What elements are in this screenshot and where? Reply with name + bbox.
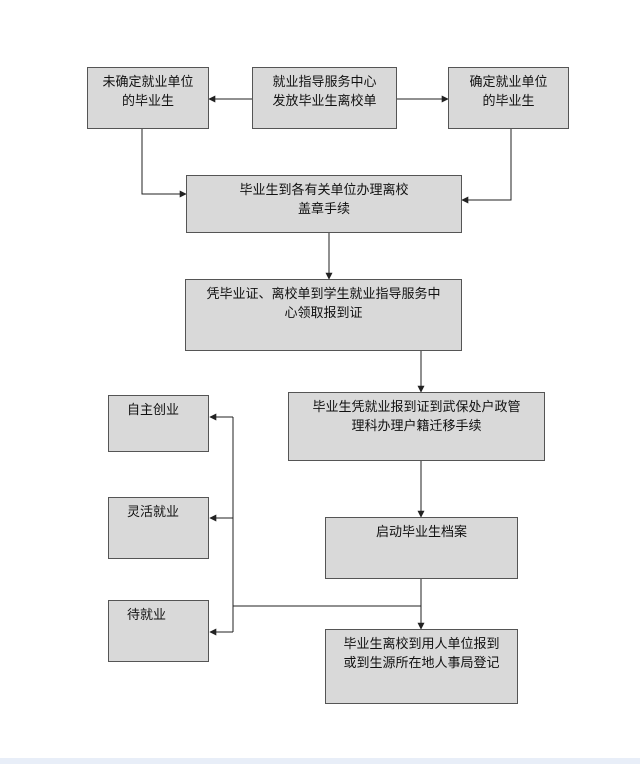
box-archive: 启动毕业生档案 bbox=[325, 517, 518, 579]
box-right-top: 确定就业单位 的毕业生 bbox=[448, 67, 569, 129]
box-line: 毕业生凭就业报到证到武保处户政管 bbox=[312, 400, 521, 415]
box-line: 毕业生到各有关单位办理离校 bbox=[239, 183, 409, 198]
box-line: 确定就业单位 bbox=[469, 75, 548, 90]
box-line: 毕业生离校到用人单位报到 bbox=[343, 637, 500, 652]
arrow-right-to-seal bbox=[461, 129, 512, 204]
box-flexible: 灵活就业 bbox=[108, 497, 209, 559]
box-report-card: 凭毕业证、离校单到学生就业指导服务中 心领取报到证 bbox=[185, 279, 462, 351]
box-line: 心领取报到证 bbox=[284, 306, 363, 321]
box-line: 未确定就业单位 bbox=[102, 75, 194, 90]
box-line: 自主创业 bbox=[127, 403, 180, 418]
box-line: 启动毕业生档案 bbox=[375, 525, 467, 540]
box-line: 灵活就业 bbox=[127, 505, 180, 520]
box-line: 凭毕业证、离校单到学生就业指导服务中 bbox=[206, 287, 441, 302]
box-line: 的毕业生 bbox=[482, 94, 535, 109]
box-waiting: 待就业 bbox=[108, 600, 209, 662]
box-line: 就业指导服务中心 bbox=[272, 75, 377, 90]
box-line: 盖章手续 bbox=[297, 202, 350, 217]
box-center-top: 就业指导服务中心 发放毕业生离校单 bbox=[252, 67, 397, 129]
box-line: 待就业 bbox=[127, 608, 167, 623]
box-seal: 毕业生到各有关单位办理离校 盖章手续 bbox=[186, 175, 462, 233]
arrow-left-to-seal bbox=[141, 129, 187, 198]
box-line: 发放毕业生离校单 bbox=[272, 94, 377, 109]
box-hukou: 毕业生凭就业报到证到武保处户政管 理科办理户籍迁移手续 bbox=[288, 392, 545, 461]
box-line: 或到生源所在地人事局登记 bbox=[343, 656, 500, 671]
bottom-strip bbox=[0, 758, 640, 764]
box-line: 的毕业生 bbox=[121, 94, 174, 109]
box-self-employed: 自主创业 bbox=[108, 395, 209, 452]
box-left-top: 未确定就业单位 的毕业生 bbox=[87, 67, 209, 129]
box-line: 理科办理户籍迁移手续 bbox=[351, 419, 482, 434]
box-final: 毕业生离校到用人单位报到 或到生源所在地人事局登记 bbox=[325, 629, 518, 704]
